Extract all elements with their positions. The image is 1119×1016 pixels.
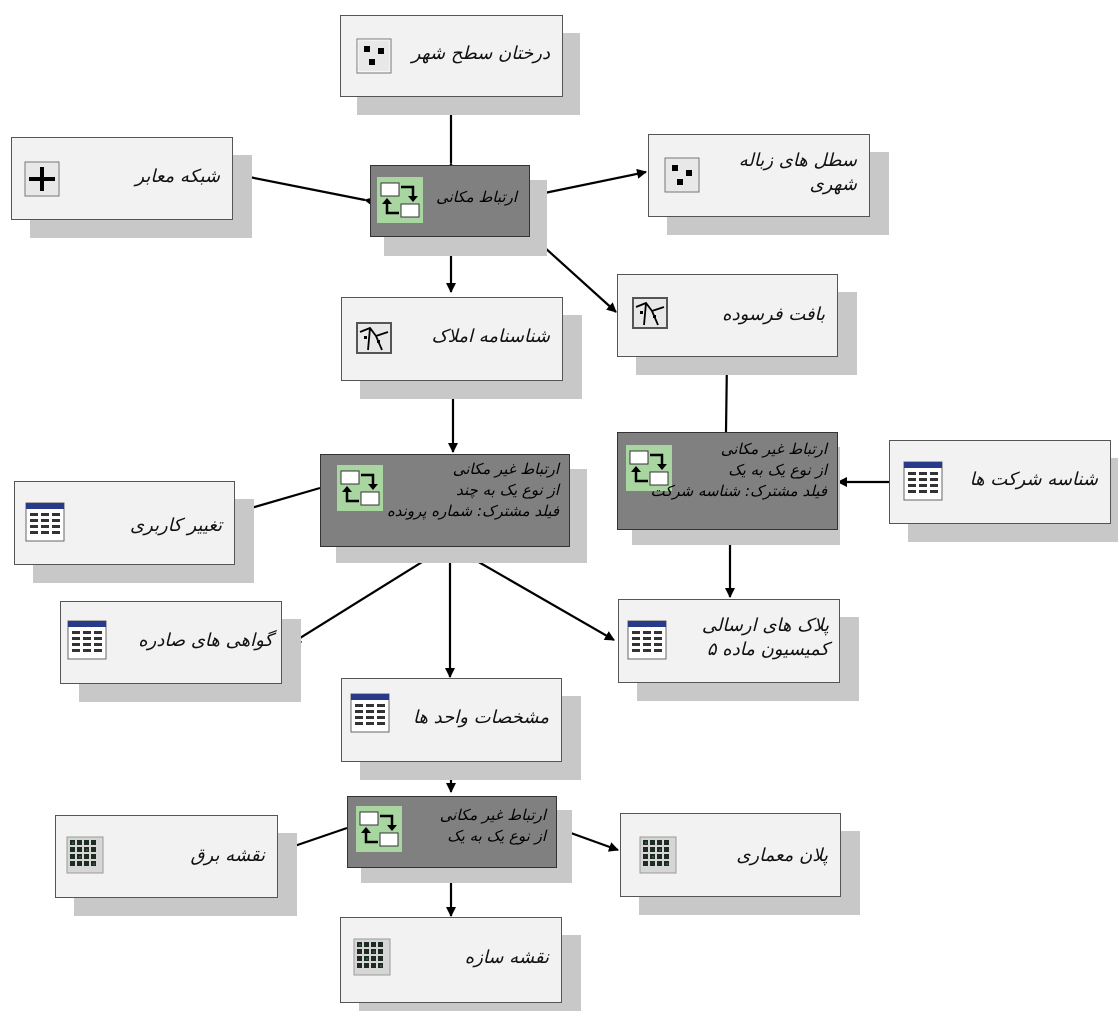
node-structural-map: نقشه سازه bbox=[340, 917, 562, 1003]
table-icon bbox=[67, 620, 107, 660]
node-plates-sent: پلاک های ارسالی کمیسیون ماده ۵ bbox=[618, 599, 840, 683]
label-line: شهری bbox=[809, 174, 857, 196]
edge-rel1-certificates bbox=[291, 548, 444, 644]
label-line: از نوع یک به یک bbox=[447, 827, 546, 845]
edge-spatial-streets bbox=[233, 170, 375, 207]
label-line: سطل های زباله bbox=[738, 150, 857, 171]
node-streets: شبکه معابر bbox=[11, 137, 233, 220]
line-layer-icon bbox=[24, 161, 60, 197]
label-line: فیلد مشترک: شناسه شرکت bbox=[650, 482, 827, 500]
node-spatial-relationship: ارتباط مکانی bbox=[370, 165, 530, 237]
node-label: پلان معماری bbox=[736, 845, 828, 866]
edge-spatial-garbage bbox=[520, 168, 647, 203]
table-icon bbox=[903, 461, 943, 501]
node-unit-specs: مشخصات واحد ها bbox=[341, 678, 562, 762]
node-nonspatial-relationship-3: ارتباط غیر مکانی از نوع یک به یک bbox=[347, 796, 557, 868]
label-line: ارتباط غیر مکانی bbox=[720, 440, 827, 458]
node-label: تغییر کاربری bbox=[130, 515, 222, 536]
label-line: فیلد مشترک: شماره پرونده bbox=[386, 502, 559, 520]
node-trees: درختان سطح شهر bbox=[340, 15, 563, 97]
raster-icon bbox=[66, 836, 104, 874]
node-garbage-bins: سطل های زباله شهری bbox=[648, 134, 870, 217]
node-architectural-plan: پلان معماری bbox=[620, 813, 841, 897]
node-label: نقشه سازه bbox=[464, 947, 549, 968]
table-icon bbox=[350, 693, 390, 733]
polygon-layer-icon bbox=[356, 322, 392, 354]
polygon-layer-icon bbox=[632, 297, 668, 329]
node-worn-fabric: بافت فرسوده bbox=[617, 274, 838, 357]
label-line: کمیسیون ماده ۵ bbox=[706, 639, 829, 661]
relationship-icon bbox=[377, 177, 423, 223]
node-property-id: شناسنامه املاک bbox=[341, 297, 563, 381]
label-line: ارتباط غیر مکانی bbox=[452, 460, 559, 478]
node-label: سطل های زباله شهری bbox=[709, 149, 857, 198]
table-icon bbox=[25, 502, 65, 542]
node-nonspatial-relationship-1: ارتباط غیر مکانی از نوع یک به چند فیلد م… bbox=[320, 454, 570, 547]
node-label: نقشه برق bbox=[190, 845, 265, 866]
node-label: شناسه شرکت ها bbox=[969, 469, 1098, 490]
label-line: ارتباط غیر مکانی bbox=[439, 806, 546, 824]
edge-rel1-plates bbox=[455, 548, 615, 641]
node-nonspatial-relationship-2: ارتباط غیر مکانی از نوع یک به یک فیلد مش… bbox=[617, 432, 838, 530]
node-electrical-map: نقشه برق bbox=[55, 815, 278, 898]
label-line: از نوع یک به یک bbox=[728, 461, 827, 479]
label-line: از نوع یک به چند bbox=[456, 481, 559, 499]
node-label: درختان سطح شهر bbox=[411, 43, 550, 64]
relationship-icon bbox=[626, 445, 672, 491]
node-label: ارتباط غیر مکانی از نوع یک به یک فیلد مش… bbox=[626, 439, 827, 502]
raster-icon bbox=[639, 836, 677, 874]
point-layer-icon bbox=[356, 38, 392, 74]
node-label: ارتباط مکانی bbox=[436, 188, 517, 206]
node-label: شناسنامه املاک bbox=[431, 326, 550, 347]
table-icon bbox=[627, 620, 667, 660]
node-label: گواهی های صادره bbox=[138, 630, 273, 651]
raster-icon bbox=[353, 938, 391, 976]
node-company-id: شناسه شرکت ها bbox=[889, 440, 1111, 524]
node-land-use-change: تغییر کاربری bbox=[14, 481, 235, 565]
label-line: پلاک های ارسالی bbox=[701, 615, 829, 636]
node-label: بافت فرسوده bbox=[722, 304, 825, 325]
node-certificates: گواهی های صادره bbox=[60, 601, 282, 684]
node-label: شبکه معابر bbox=[135, 166, 220, 187]
node-label: ارتباط غیر مکانی از نوع یک به یک bbox=[408, 805, 546, 847]
relationship-icon bbox=[337, 465, 383, 511]
node-label: مشخصات واحد ها bbox=[412, 707, 549, 728]
node-label: پلاک های ارسالی کمیسیون ماده ۵ bbox=[675, 614, 829, 663]
relationship-icon bbox=[356, 806, 402, 852]
node-label: ارتباط غیر مکانی از نوع یک به چند فیلد م… bbox=[329, 459, 559, 522]
point-layer-icon bbox=[664, 157, 700, 193]
